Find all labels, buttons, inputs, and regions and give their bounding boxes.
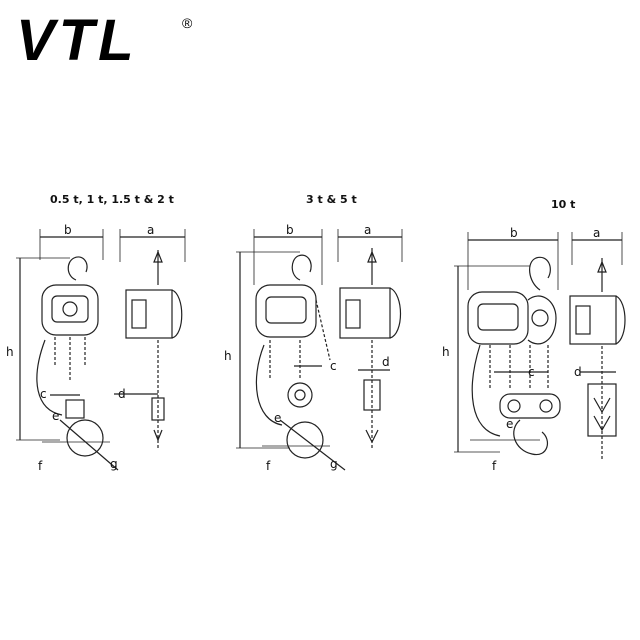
registered-mark: ® (182, 15, 193, 31)
dim-c-large: c (528, 365, 535, 379)
dim-b-medium: b (286, 223, 294, 237)
dim-f-large: f (492, 459, 497, 473)
dim-g-small: g (110, 457, 118, 471)
dim-b-small: b (64, 223, 72, 237)
large-hoist-front-view: b h c e f (442, 226, 561, 473)
large-hoist-side-view: a d (569, 226, 626, 460)
dim-e-small: e (52, 409, 59, 423)
dim-a-medium: a (364, 223, 371, 237)
caption-large-hoist: 10 t (551, 198, 576, 211)
small-hoist-front-view: b h c e f g (6, 223, 119, 473)
vtl-logo: VTL ® (16, 8, 193, 68)
dim-e-medium: e (274, 411, 281, 425)
dim-f-small: f (38, 459, 43, 473)
dim-b-large: b (510, 226, 518, 240)
dim-h-large: h (442, 345, 450, 359)
medium-hoist-side-view: a d (337, 223, 403, 450)
dim-a-large: a (593, 226, 600, 240)
dim-e-large: e (506, 417, 513, 431)
dim-h-medium: h (224, 349, 232, 363)
dim-c-medium: c (330, 359, 337, 373)
dim-f-medium: f (266, 459, 271, 473)
dim-a-small: a (147, 223, 154, 237)
dim-c-small: c (40, 387, 47, 401)
caption-medium-hoist: 3 t & 5 t (306, 193, 357, 206)
dim-d-medium: d (382, 355, 390, 369)
logo-wordmark: VTL (16, 8, 138, 68)
dim-d-large: d (574, 365, 582, 379)
medium-hoist-front-view: b h c e f g (224, 223, 346, 473)
dim-d-small: d (118, 387, 126, 401)
small-hoist-side-view: a d (114, 223, 186, 450)
caption-small-hoist: 0.5 t, 1 t, 1.5 t & 2 t (50, 193, 174, 206)
dim-g-medium: g (330, 457, 338, 471)
dim-h-small: h (6, 345, 14, 359)
